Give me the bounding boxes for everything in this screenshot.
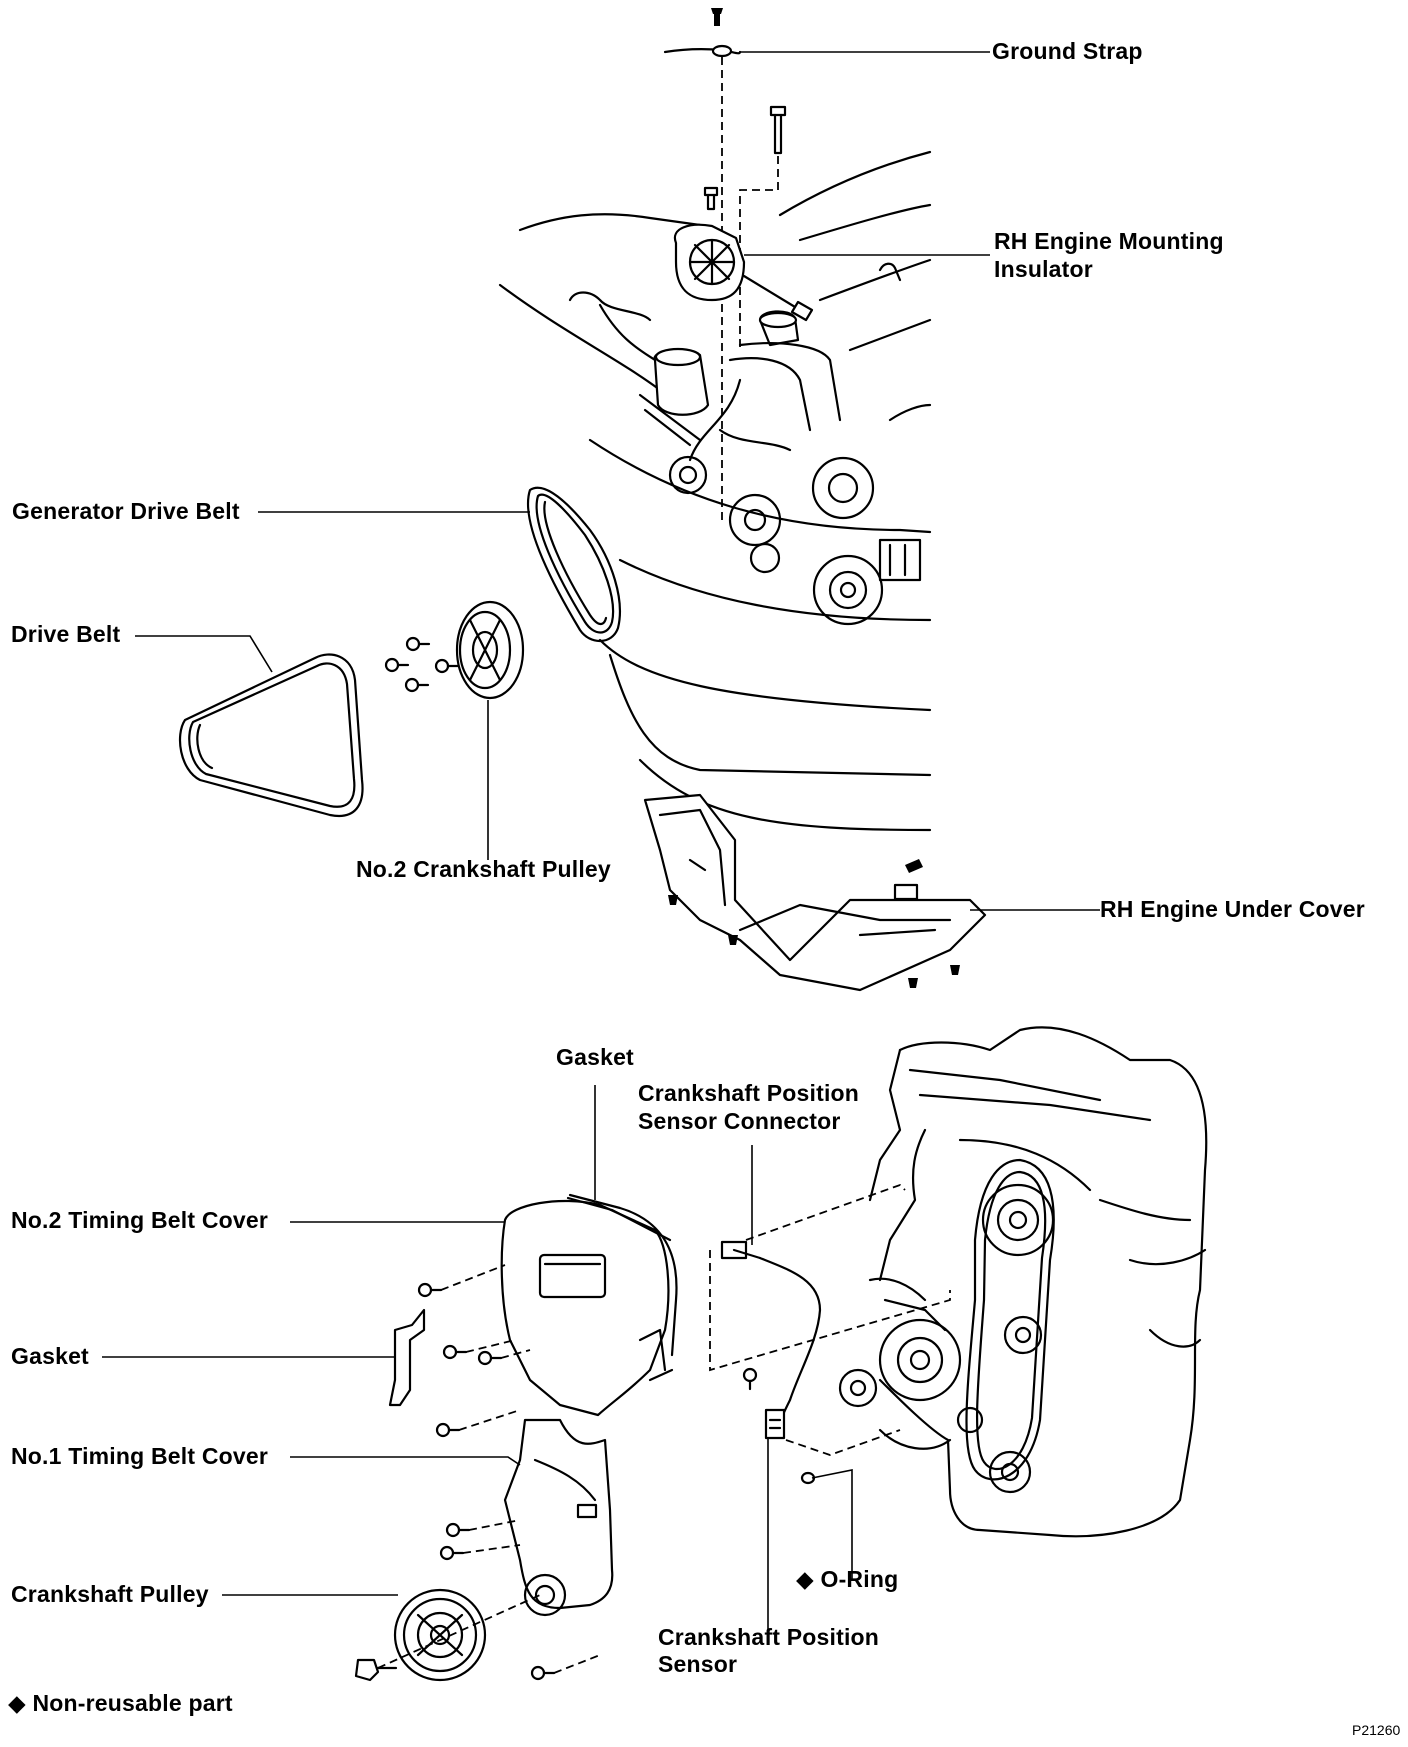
timing-belt — [965, 1158, 1055, 1481]
wiring-harness — [568, 291, 657, 362]
ckp-connector-path — [745, 1183, 906, 1241]
label-rh-engine-mounting-insulator-line2: Insulator — [994, 256, 1093, 282]
label-ground-strap: Ground Strap — [992, 38, 1143, 64]
label-rh-engine-mounting-insulator-line1: RH Engine Mounting — [994, 228, 1224, 254]
mount-bolt-upper — [769, 105, 787, 155]
no2-cover-gasket — [568, 1193, 678, 1357]
no2-timing-belt-cover — [500, 1196, 674, 1417]
o-ring-text: O-Ring — [820, 1566, 899, 1592]
mount-bolt-small — [703, 186, 719, 211]
ckp-sensor-wire — [758, 1256, 822, 1432]
mount-bolt-path — [739, 156, 779, 350]
label-ckp-sensor-connector-line2: Sensor Connector — [638, 1108, 841, 1134]
gasket-left-part — [388, 1308, 426, 1407]
ckp-sensor-path — [785, 1429, 901, 1456]
non-reusable-marker: ◆ — [796, 1566, 814, 1592]
timing-cover-bolts — [417, 1282, 556, 1681]
engine-timing-area-upper — [668, 378, 922, 626]
label-drive-belt: Drive Belt — [11, 621, 121, 647]
label-generator-drive-belt: Generator Drive Belt — [12, 498, 240, 524]
label-no2-timing-belt-cover: No.2 Timing Belt Cover — [11, 1207, 269, 1233]
reservoir-left — [638, 347, 710, 447]
label-no2-crankshaft-pulley: No.2 Crankshaft Pulley — [356, 856, 611, 882]
wiring-hook — [878, 262, 902, 282]
legend-text: Non-reusable part — [32, 1690, 233, 1716]
label-ckp-sensor-line2: Sensor — [658, 1651, 738, 1677]
figure-code: P21260 — [1352, 1722, 1401, 1738]
ckp-sensor-connector — [720, 1240, 762, 1260]
under-cover-fasteners — [668, 859, 960, 988]
label-gasket-left: Gasket — [11, 1343, 89, 1369]
rh-engine-mounting-insulator — [673, 223, 814, 322]
label-crankshaft-pulley: Crankshaft Pulley — [11, 1581, 209, 1607]
ckp-sensor — [764, 1408, 786, 1440]
label-gasket-top: Gasket — [556, 1044, 634, 1070]
crankshaft-pulley-part — [393, 1588, 487, 1682]
timing-cover-bolt-paths — [377, 1264, 601, 1674]
legend-non-reusable-part: ◆ Non-reusable part — [8, 1690, 233, 1717]
oil-pump-area — [838, 1277, 984, 1450]
tensioner-and-idler — [988, 1315, 1043, 1494]
rh-engine-under-cover — [643, 793, 987, 992]
ground-strap — [663, 44, 742, 58]
ckp-sensor-bolt — [742, 1367, 758, 1391]
label-ckp-sensor-line1: Crankshaft Position — [658, 1624, 880, 1650]
legend-diamond-icon: ◆ — [8, 1690, 26, 1716]
no2-crankshaft-pulley — [455, 600, 525, 700]
drive-belt — [178, 653, 364, 818]
engine-outline-upper — [498, 150, 932, 832]
label-rh-engine-under-cover: RH Engine Under Cover — [1100, 896, 1365, 922]
reservoir-right — [728, 310, 842, 432]
generator-drive-belt — [526, 486, 621, 643]
label-no1-timing-belt-cover: No.1 Timing Belt Cover — [11, 1443, 269, 1469]
pulley-bolts — [384, 636, 460, 693]
ground-strap-bolt — [711, 8, 723, 26]
engine-harness-lower — [878, 1128, 927, 1282]
engine-block-lower — [868, 1026, 1208, 1538]
camshaft-pulley — [981, 1183, 1055, 1257]
ckp-install-frame — [709, 1250, 951, 1372]
label-o-ring: ◆ O-Ring — [796, 1566, 898, 1593]
no1-timing-belt-cover — [503, 1418, 614, 1617]
crankshaft-pulley-bolt — [354, 1658, 398, 1682]
leader-lines — [102, 51, 1100, 1640]
label-ckp-sensor-connector-line1: Crankshaft Position — [638, 1080, 860, 1106]
